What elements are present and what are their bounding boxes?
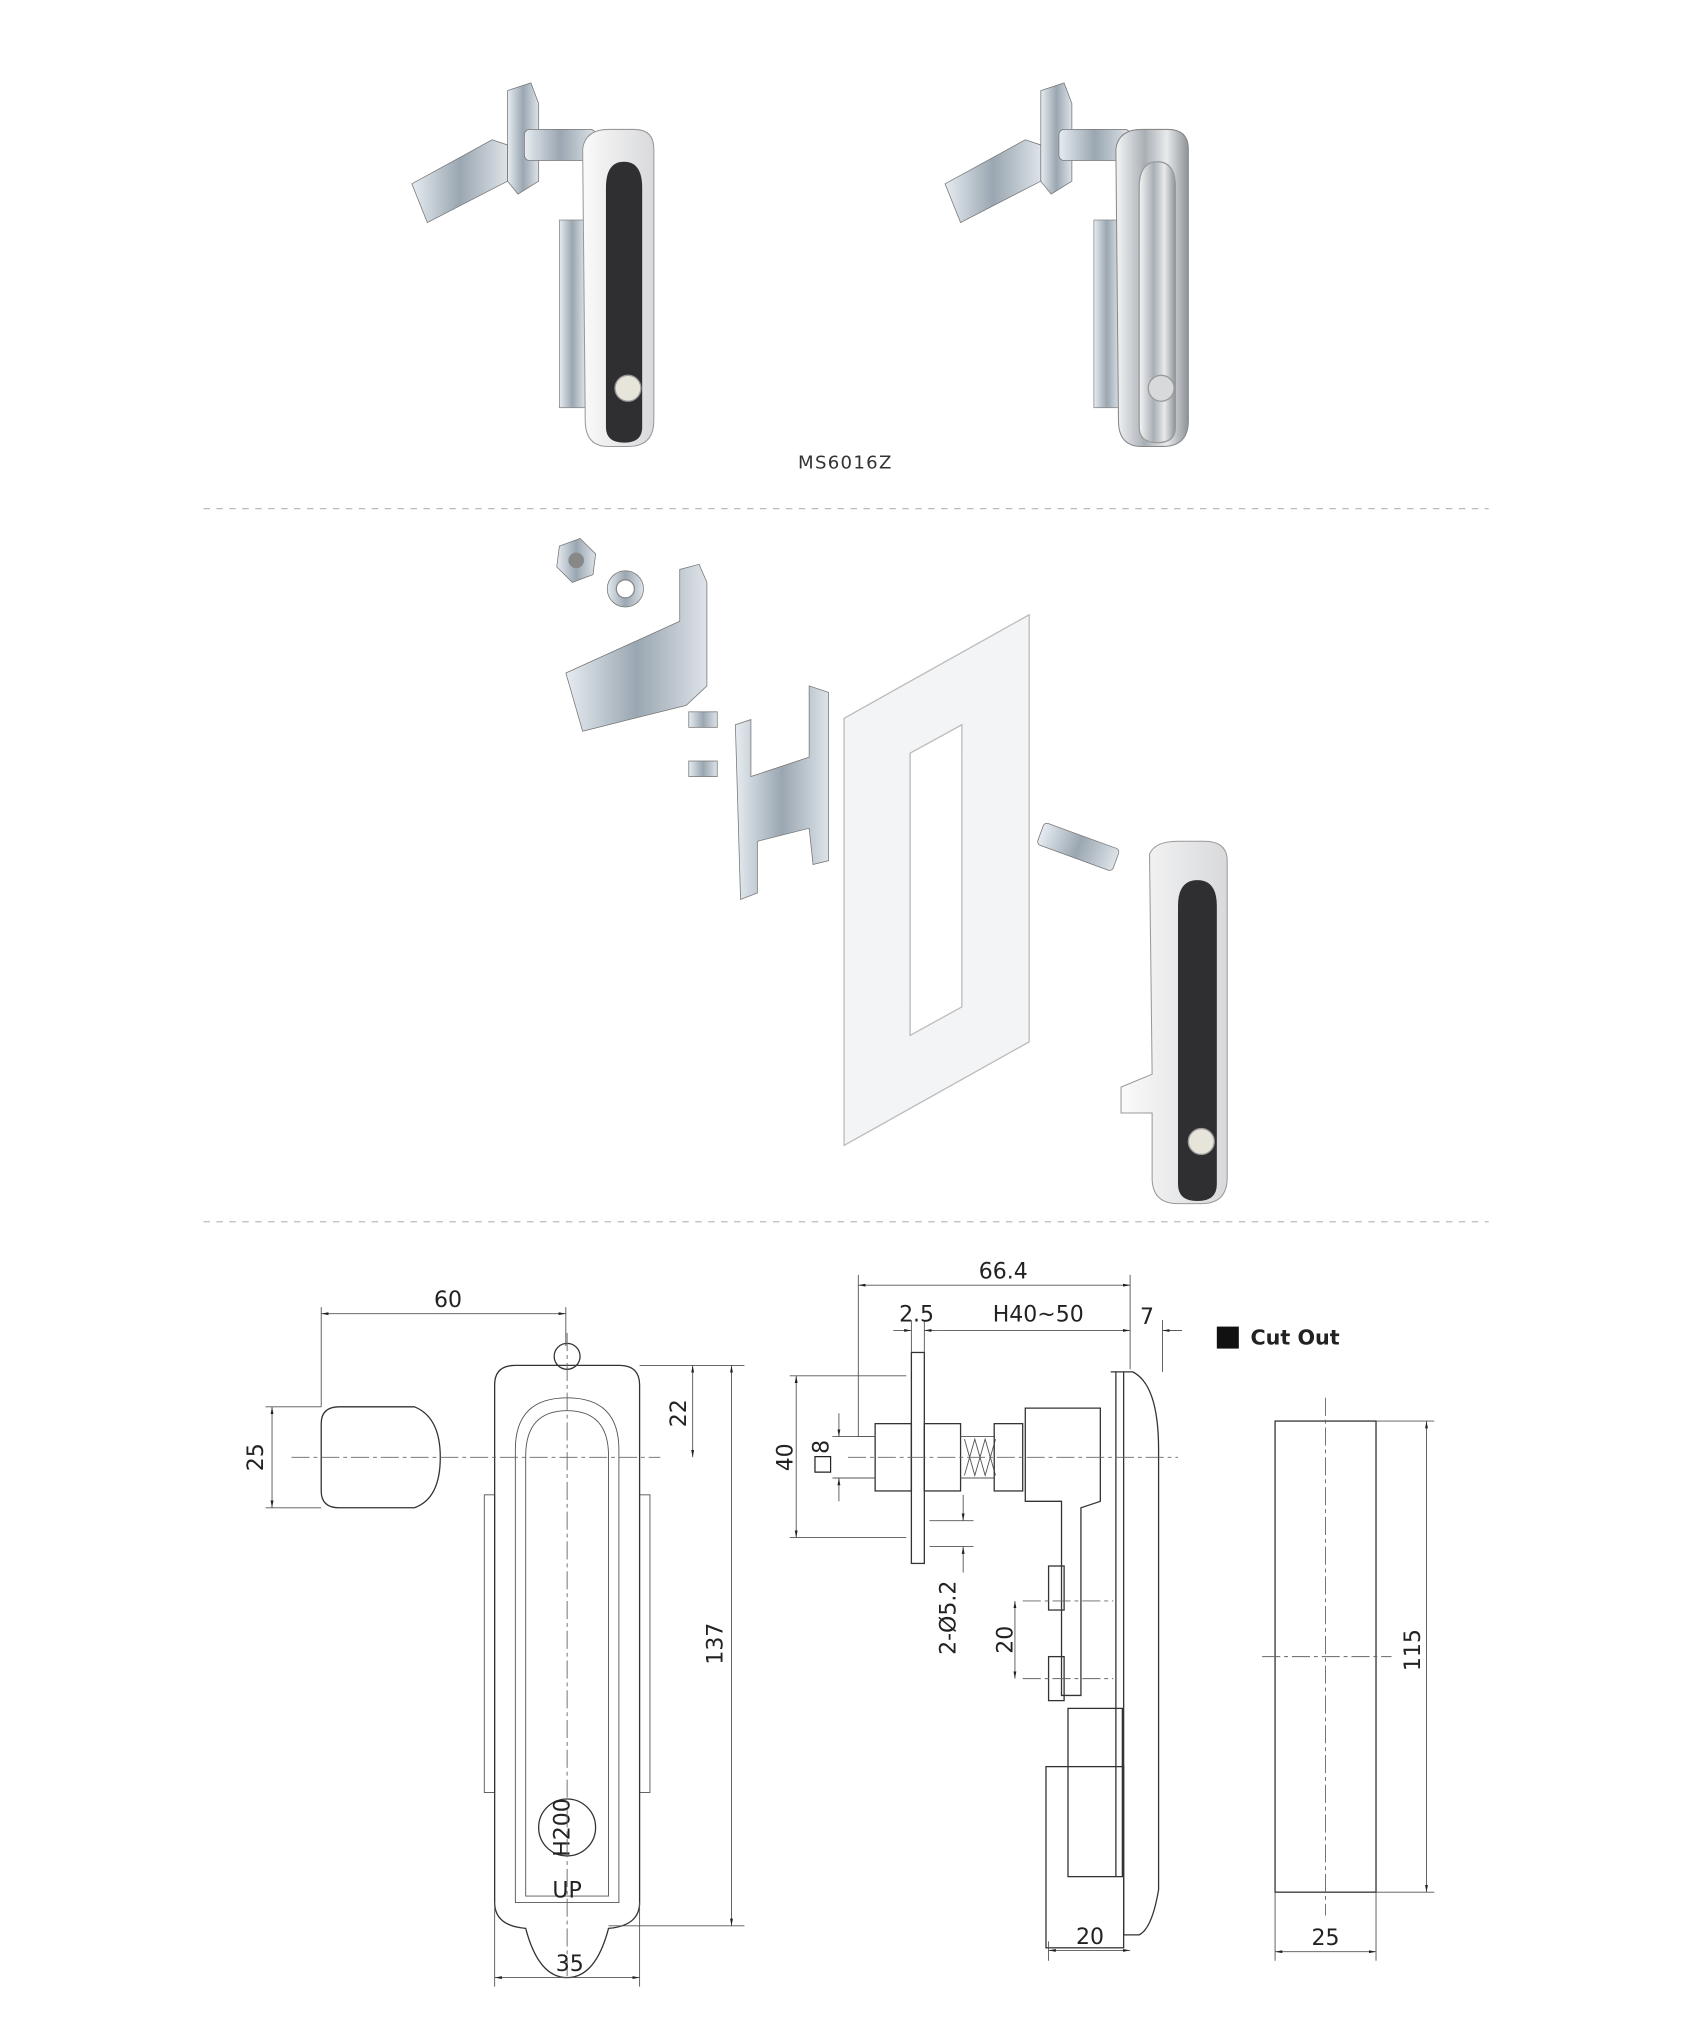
dim-25: 25 (244, 1443, 269, 1471)
exploded-view (556, 537, 1228, 1205)
latch-render-black (411, 82, 655, 448)
screw (688, 711, 718, 728)
dim-pitch-20: 20 (993, 1626, 1018, 1654)
dim-40: 40 (773, 1443, 798, 1471)
dim-7: 7 (1140, 1305, 1154, 1330)
dim-square-8: □8 (810, 1440, 835, 1475)
dim-bottom-20: 20 (1076, 1925, 1104, 1950)
latch-render-chrome (944, 82, 1189, 448)
dim-cut-25: 25 (1312, 1926, 1340, 1951)
dim-60: 60 (434, 1288, 462, 1313)
front-view-drawing: H200 UP 60 25 22 137 35 (244, 1288, 745, 1987)
dim-115: 115 (1401, 1629, 1426, 1671)
cut-out-legend: Cut Out (1250, 1326, 1339, 1350)
model-caption: MS6016Z (798, 453, 893, 474)
mounting-bracket (734, 685, 829, 901)
side-view-drawing: 66.4 2.5 H40~50 7 40 □8 2-Ø5.2 20 20 (773, 1260, 1182, 1961)
cut-out-drawing: Cut Out 115 25 (1216, 1326, 1435, 1961)
dim-h40-50: H40~50 (993, 1302, 1084, 1327)
screw (688, 760, 718, 777)
cut-out-legend-swatch (1216, 1326, 1239, 1349)
cam-bracket (565, 563, 708, 732)
dim-2-5: 2.5 (899, 1302, 934, 1327)
dim-137: 137 (703, 1623, 728, 1665)
dim-66-4: 66.4 (979, 1260, 1028, 1285)
dim-35: 35 (556, 1952, 584, 1977)
lock-text: H200 (551, 1798, 576, 1857)
panel-cutout (909, 723, 963, 1037)
dim-holes: 2-Ø5.2 (936, 1581, 961, 1655)
dim-22: 22 (667, 1399, 692, 1427)
